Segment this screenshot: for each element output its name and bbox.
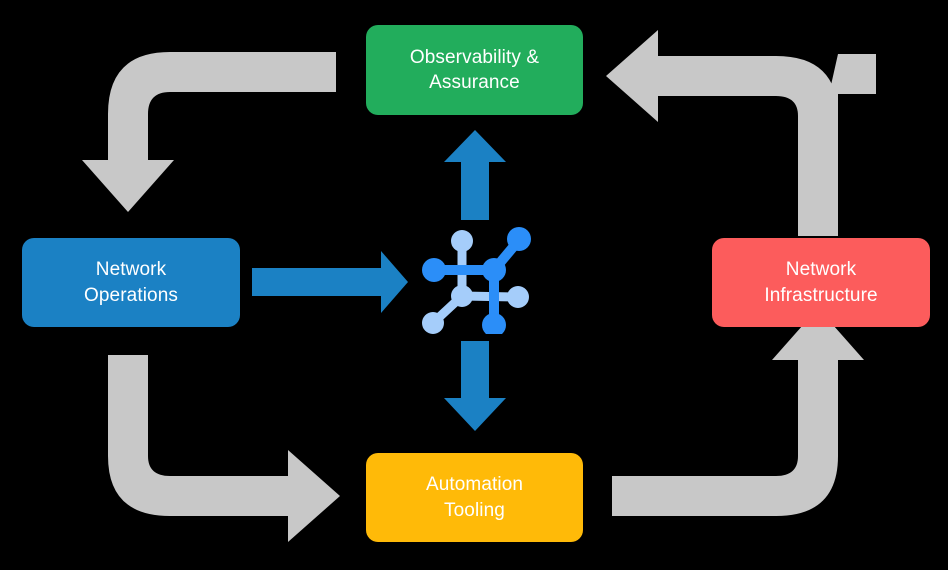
- icon-node-center: [482, 258, 506, 282]
- icon-node-hub-left: [451, 285, 473, 307]
- arrow-observability-to-operations: [82, 52, 336, 212]
- arrow-operations-to-automation: [108, 355, 340, 542]
- box-automation-tooling[interactable]: Automation Tooling: [366, 453, 583, 542]
- icon-node-top: [451, 230, 473, 252]
- box-network-operations[interactable]: Network Operations: [22, 238, 240, 327]
- box-network-infrastructure[interactable]: Network Infrastructure: [712, 238, 930, 327]
- network-topology-icon: [422, 227, 531, 334]
- arrow-operations-to-center: [252, 251, 408, 313]
- icon-node-lower-left: [422, 312, 444, 334]
- box-observability-assurance[interactable]: Observability & Assurance: [366, 25, 583, 115]
- icon-node-bottom: [482, 313, 506, 334]
- arrow-center-to-automation: [444, 341, 506, 431]
- icon-node-mid-right: [507, 286, 529, 308]
- arrow-center-to-observability: [444, 130, 506, 220]
- icon-node-top-right: [507, 227, 531, 251]
- arrow-infrastructure-to-observability-body: [606, 30, 838, 236]
- icon-node-left: [422, 258, 446, 282]
- arrow-automation-to-infrastructure: [612, 308, 864, 516]
